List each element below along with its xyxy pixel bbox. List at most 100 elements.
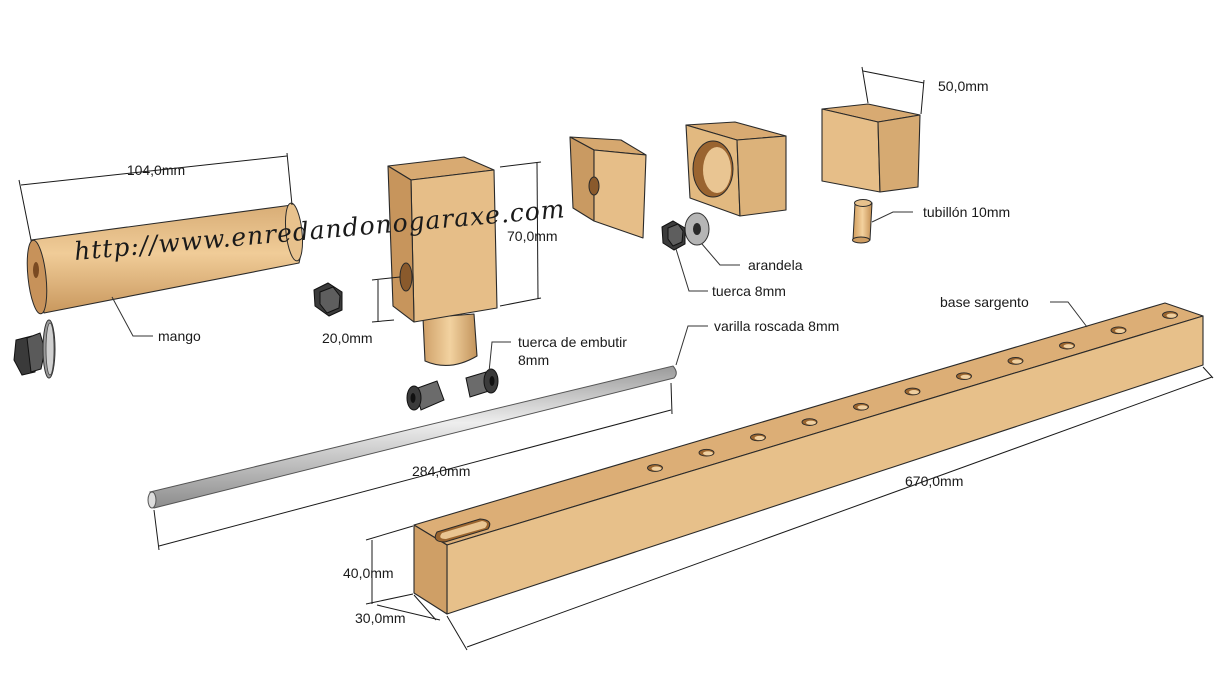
dim-base-height: 40,0mm [343,565,394,581]
label-base: base sargento [940,294,1029,310]
base-hole-inner [857,405,868,410]
insert-nut-2-bore [489,376,495,386]
label-varilla: varilla roscada 8mm [714,318,839,334]
jaw-neck [422,313,478,367]
leader-varilla [675,325,708,366]
dim-rod-line [158,409,672,547]
leader-tuerca-embutir [488,341,511,373]
dim-block-ext-top [499,161,542,168]
left-washer [42,319,56,379]
dim-cube-line [862,70,925,84]
dowel [852,199,873,244]
label-arandela: arandela [748,257,803,273]
label-tubillon: tubillón 10mm [923,204,1010,220]
dowel-top [854,199,872,207]
base-slot [434,518,491,543]
dim-base-width: 30,0mm [355,610,406,626]
dim-base-line [466,376,1213,648]
handle-bore [33,262,39,278]
middle-nut [313,282,343,317]
dim-hole-ext-top [371,276,401,281]
dim-base-h-ext-bottom [365,593,414,605]
dim-handle-extension-1 [18,179,32,241]
dim-handle-extension-2 [286,152,293,206]
tall-block-hole [399,262,413,292]
dim-hole-ext-bottom [371,319,395,323]
insert-nut-1-bore [410,393,416,403]
base-holes [647,311,1178,472]
threaded-rod-end [147,491,157,509]
part-labels: mango tuerca de embutir 8mm varilla rosc… [158,204,1029,368]
dim-cube-ext-2 [920,79,925,115]
base-hole-inner [703,451,713,456]
dimension-lines [18,66,1214,651]
base-front-face [446,315,1204,615]
leader-tuerca [675,248,708,292]
base-hole-inner [1115,328,1125,333]
leader-tubillon [871,211,913,223]
base-hole-inner [1012,359,1022,364]
handle-cylinder [26,202,304,315]
dim-base-ext-2 [1202,366,1214,379]
left-washer-rim [45,322,55,376]
dim-cube-width: 50,0mm [938,78,989,94]
dim-block-ext-bottom [499,297,542,307]
nut-tuerca [661,220,686,251]
washer-arandela-bore [693,223,701,235]
leader-lines [111,211,1088,373]
dim-rod-ext-1 [153,509,160,551]
dim-handle-line [20,155,288,186]
leader-base [1050,301,1088,328]
cube-large-bore-inner [703,147,731,193]
cube-plain [821,103,921,193]
dim-hole-offset: 20,0mm [322,330,373,346]
cube-large-side [736,135,787,217]
base-hole-inner [1166,313,1177,318]
dim-cube-ext-1 [861,66,869,104]
dim-base-h-ext-top [365,525,414,541]
dim-base-ext-1 [446,615,468,651]
dowel-bottom [852,236,870,244]
threaded-rod [147,365,677,509]
cube-small-hole [569,136,647,239]
nut-tuerca-face [667,223,684,247]
washer-arandela [684,212,710,246]
dim-base-w-ext [413,594,437,621]
leader-mango [111,296,153,337]
base-hole-inner [754,435,765,441]
dim-base-w-line [376,604,441,621]
dim-block-height: 70,0mm [507,228,558,244]
dim-rod-ext-2 [670,382,673,415]
dim-block-line [536,162,539,300]
label-mango: mango [158,328,201,344]
middle-nut-face [319,286,341,314]
base-hole-inner [1063,344,1074,349]
insert-nut-1 [406,380,445,411]
dowel-body [852,202,873,241]
base-hole-inner [651,466,662,471]
base-hole-inner [806,420,816,425]
handle-end-far [284,202,304,262]
dim-handle-length: 104,0mm [127,162,185,178]
cube-large-bore [685,121,787,217]
dim-base-length: 670,0mm [905,473,963,489]
tall-block [387,156,498,367]
label-tuerca-embutir: tuerca de embutir [518,334,627,350]
base-hole-inner [960,374,971,379]
dimension-labels: 104,0mm 70,0mm 20,0mm 50,0mm 284,0mm 670… [127,78,989,626]
cube-plain-front [821,108,881,193]
cube-small-bore [588,176,600,196]
cube-small-side [593,149,647,239]
tall-block-side [387,165,415,323]
base-slot-inner [440,521,487,539]
tall-block-front [410,169,498,323]
cube-plain-side [877,114,921,193]
label-tuerca-embutir-size: 8mm [518,352,549,368]
leader-arandela [701,243,740,266]
base-hole-inner [909,390,919,395]
insert-nut-2 [465,368,499,398]
dim-rod-length: 284,0mm [412,463,470,479]
threaded-rod-body [149,365,677,509]
left-nut [13,332,46,376]
label-tuerca: tuerca 8mm [712,283,786,299]
